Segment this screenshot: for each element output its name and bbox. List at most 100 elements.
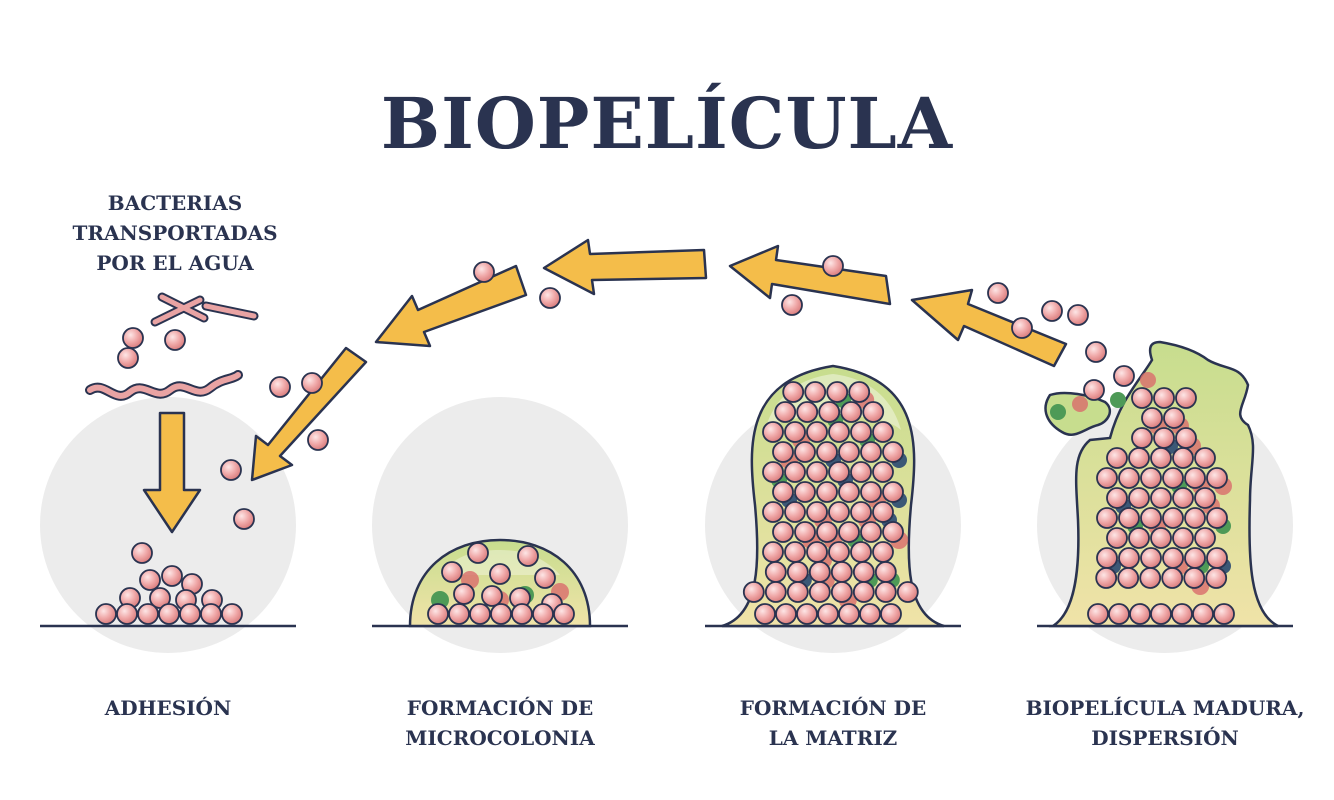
bacterium (872, 501, 894, 523)
bacterium (762, 421, 784, 443)
bacterium (1183, 567, 1206, 589)
bacterium (1128, 487, 1150, 509)
bacterium (794, 441, 816, 463)
bacterium (816, 441, 838, 463)
bacterium (490, 603, 512, 625)
bacterium (131, 542, 153, 564)
bacterium (1106, 447, 1128, 469)
bacterium (1128, 527, 1150, 549)
bacterium (830, 581, 853, 603)
bacterium (1131, 387, 1153, 409)
bacterium (762, 461, 784, 483)
bacterium (806, 501, 828, 523)
bacterium (1206, 507, 1228, 529)
bacterium (441, 561, 463, 583)
bacterium (158, 603, 180, 625)
bacterium (1150, 447, 1172, 469)
bacterium (816, 481, 838, 503)
bacterium (987, 282, 1009, 304)
bacterium (816, 521, 838, 543)
bacterium (1141, 407, 1163, 429)
bacterium (882, 441, 904, 463)
bacterium (511, 603, 533, 625)
bacterium (139, 569, 161, 591)
bacterium (1011, 317, 1033, 339)
bacterium (1041, 300, 1063, 322)
bacterium (1172, 447, 1194, 469)
bacterium (221, 603, 243, 625)
bacterium (754, 603, 776, 625)
bacterium (860, 481, 882, 503)
bacterium (1106, 527, 1128, 549)
bacterium (137, 603, 159, 625)
bacterium (794, 521, 816, 543)
bacterium (1162, 507, 1184, 529)
bacterium (1087, 603, 1109, 625)
bacterium (764, 581, 787, 603)
flow-arrows (142, 238, 1068, 534)
bacterium (1192, 603, 1214, 625)
bacterium (1140, 547, 1162, 569)
bacterium (1184, 547, 1206, 569)
bacterium (1085, 341, 1107, 363)
green-cell (1110, 392, 1126, 408)
free-rod-bacteria (85, 292, 259, 401)
bacterium (828, 421, 850, 443)
bacterium (882, 481, 904, 503)
bacterium (1150, 487, 1172, 509)
bacterium (1172, 527, 1194, 549)
bacterium (1113, 365, 1135, 387)
bacterium (307, 429, 329, 451)
bacterium (1172, 487, 1194, 509)
top-label-line: POR EL AGUA (96, 251, 254, 275)
bacterium (448, 603, 470, 625)
bacterium (828, 541, 850, 563)
top-label-line: BACTERIAS (107, 191, 243, 215)
bacterium (1150, 527, 1172, 549)
bacterium (850, 541, 872, 563)
bacterium (796, 603, 818, 625)
bacterium (481, 585, 503, 607)
bacterium (762, 501, 784, 523)
bacterium (781, 294, 803, 316)
bacterium (95, 603, 117, 625)
bacterium (850, 421, 872, 443)
bacterium (473, 261, 495, 283)
bacterium (1140, 467, 1162, 489)
bacterium (1194, 487, 1216, 509)
bacterium (532, 603, 554, 625)
bacterium (838, 441, 860, 463)
bacterium (1194, 447, 1216, 469)
bacterium (1162, 547, 1184, 569)
bacterium (786, 581, 809, 603)
bacterium (220, 459, 242, 481)
stage-label-adhesion: ADHESIÓN (48, 693, 288, 723)
bacterium (122, 327, 144, 349)
bacterium (1175, 427, 1197, 449)
bacterium (782, 381, 805, 403)
bacterium (1095, 567, 1118, 589)
bacterium (860, 521, 882, 543)
green-cell (1050, 404, 1066, 420)
stage-label-line: FORMACIÓN DE (739, 696, 927, 720)
bacterium (762, 541, 784, 563)
bacterium (872, 461, 894, 483)
bacterium (553, 603, 575, 625)
bacterium (1118, 547, 1140, 569)
bacterium (1150, 603, 1172, 625)
bacterium (116, 603, 138, 625)
bacterium (838, 521, 860, 543)
bacterium (1117, 567, 1140, 589)
dim-cell (1140, 372, 1156, 388)
bacterium (517, 545, 539, 567)
bacterium (806, 421, 828, 443)
bacterium (1163, 407, 1185, 429)
bacterium (784, 541, 806, 563)
bacterium (200, 603, 222, 625)
bacterium (786, 561, 809, 583)
arrow-from-matrix (728, 244, 892, 306)
bacterium (467, 542, 489, 564)
arrow-to-adhesion (250, 346, 368, 482)
spiral-bacterium-fill (87, 372, 241, 399)
